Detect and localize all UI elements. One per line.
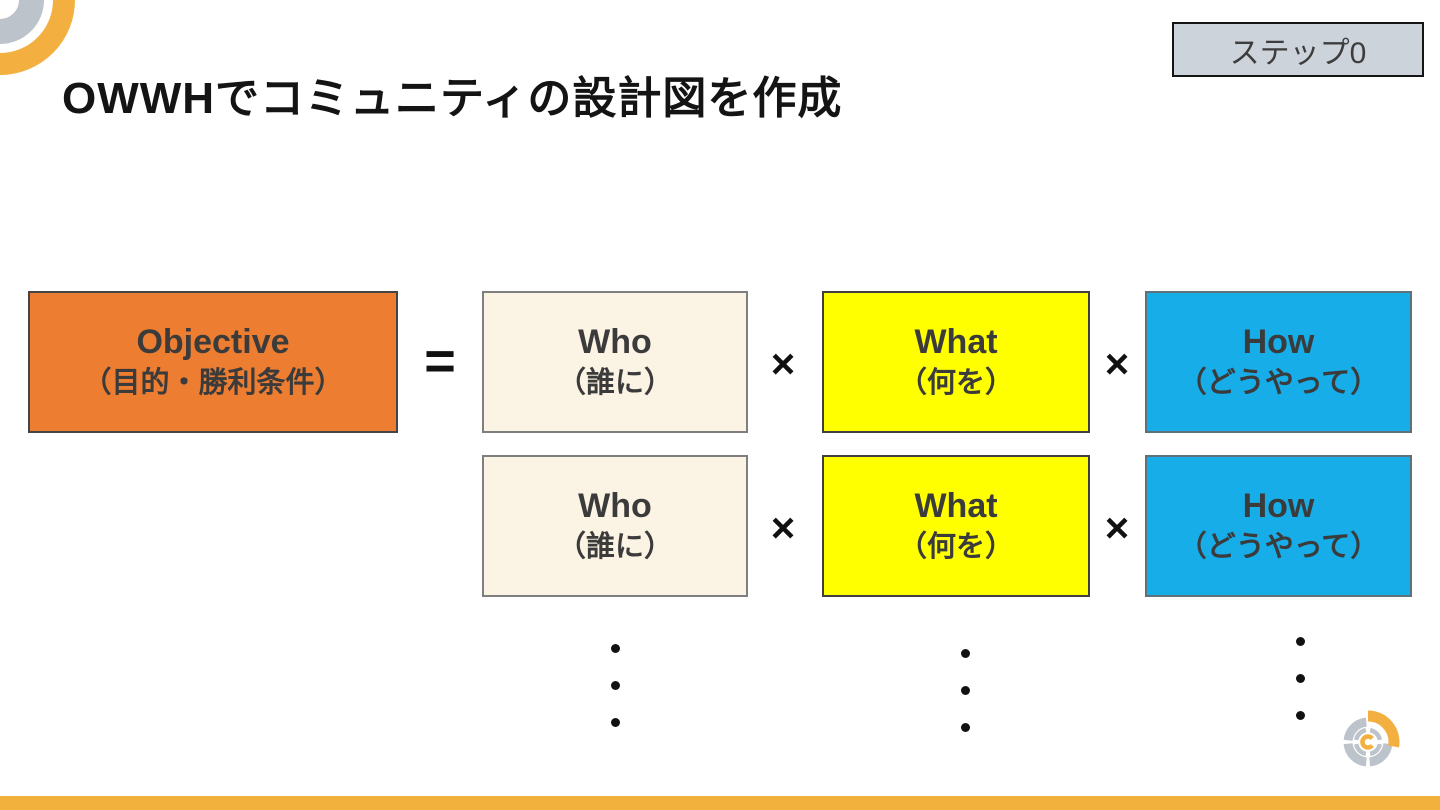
who-box-row1: Who （誰に）: [482, 291, 748, 433]
ellipsis-dots-what: [961, 649, 970, 732]
brand-logo-icon: [1343, 710, 1400, 767]
what-label-en: What: [914, 487, 998, 526]
how-box-row1: How （どうやって）: [1145, 291, 1412, 433]
times-operator-row1-b: ×: [1104, 340, 1130, 387]
how-box-row2: How （どうやって）: [1145, 455, 1412, 597]
what-label-en: What: [914, 323, 998, 362]
what-label-ja: （何を）: [897, 366, 1014, 399]
objective-label-en: Objective: [136, 323, 290, 362]
dot-icon: [1296, 711, 1305, 720]
who-label-en: Who: [578, 487, 652, 526]
times-operator-row2-b: ×: [1104, 504, 1130, 551]
how-label-ja: （どうやって）: [1177, 366, 1380, 399]
how-label-ja: （どうやって）: [1177, 530, 1380, 563]
what-box-row2: What （何を）: [822, 455, 1090, 597]
how-label-en: How: [1242, 323, 1315, 362]
how-label-en: How: [1242, 487, 1315, 526]
times-operator-row2-a: ×: [770, 504, 796, 551]
footer-accent-bar: [0, 796, 1440, 810]
who-label-ja: （誰に）: [556, 530, 673, 563]
objective-label-ja: （目的・勝利条件）: [82, 366, 344, 399]
dot-icon: [961, 686, 970, 695]
what-box-row1: What （何を）: [822, 291, 1090, 433]
dot-icon: [1296, 674, 1305, 683]
step-badge: ステップ0: [1172, 22, 1424, 77]
who-box-row2: Who （誰に）: [482, 455, 748, 597]
dot-icon: [961, 723, 970, 732]
who-label-en: Who: [578, 323, 652, 362]
dot-icon: [611, 718, 620, 727]
dot-icon: [961, 649, 970, 658]
ellipsis-dots-how: [1296, 637, 1305, 720]
dot-icon: [1296, 637, 1305, 646]
what-label-ja: （何を）: [897, 530, 1014, 563]
who-label-ja: （誰に）: [556, 366, 673, 399]
equals-operator: =: [424, 331, 456, 391]
ellipsis-dots-who: [611, 644, 620, 727]
times-operator-row1-a: ×: [770, 340, 796, 387]
page-title: OWWHでコミュニティの設計図を作成: [62, 74, 843, 123]
objective-box: Objective （目的・勝利条件）: [28, 291, 398, 433]
dot-icon: [611, 644, 620, 653]
dot-icon: [611, 681, 620, 690]
